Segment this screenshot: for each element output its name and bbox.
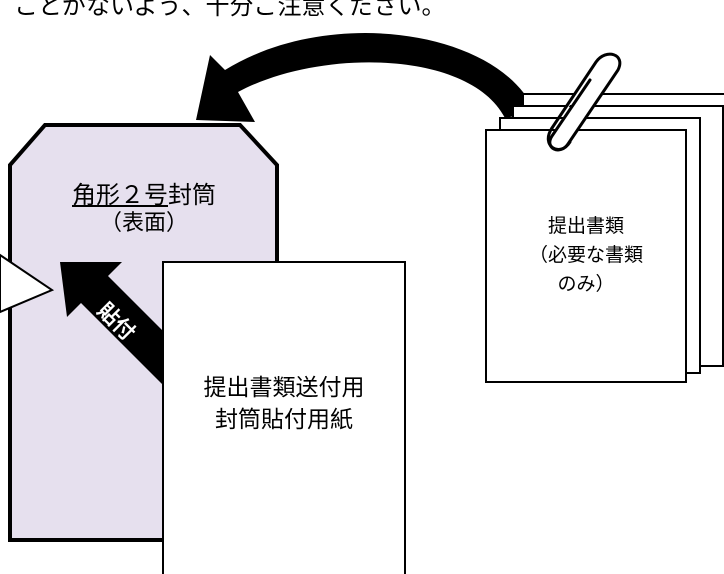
seal-label: 厳封: [135, 79, 193, 110]
envelope-word: 封筒: [168, 181, 216, 209]
documents-line2: （必要な書類: [528, 244, 643, 266]
callout-tail: [0, 253, 55, 314]
form-label-line1: 提出書類送付用: [203, 375, 365, 401]
form-sheet: [162, 261, 406, 574]
paperclip-icon: [546, 52, 622, 152]
form-label: 提出書類送付用 封筒貼付用紙: [163, 372, 405, 436]
doc-page-front: [485, 129, 687, 383]
form-label-line2: 封筒貼付用紙: [215, 407, 353, 433]
documents-label: 提出書類 （必要な書類 のみ）: [486, 212, 686, 299]
envelope-title: 角形２号封筒: [10, 180, 278, 210]
documents-line1: 提出書類: [547, 215, 624, 237]
top-instruction-text: ことがないよう、十分ご注意ください。: [14, 0, 446, 20]
envelope-subtitle: （表面）: [99, 211, 188, 236]
attach-arrow: [60, 262, 190, 385]
envelope-size-label: 角形２号: [72, 181, 168, 209]
documents-line3: のみ）: [557, 273, 615, 295]
seal-arrow: [196, 33, 535, 122]
